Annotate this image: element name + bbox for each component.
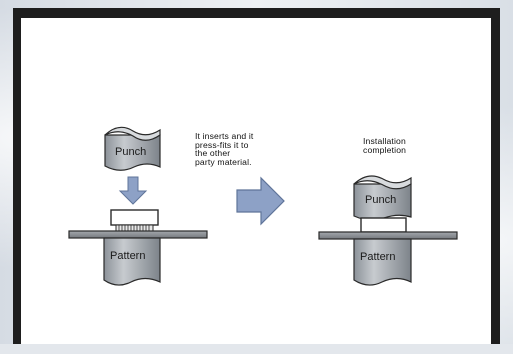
punch-right-label: Punch [365, 194, 397, 206]
pattern-left-label: Pattern [110, 250, 146, 262]
plate-left [68, 230, 208, 239]
right-arrow-icon [236, 176, 285, 226]
insert-caption: It inserts and it press-fits it to the o… [195, 131, 254, 167]
completion-caption: Installation completion [363, 136, 407, 155]
pattern-left [103, 237, 161, 286]
punch-left [104, 126, 161, 171]
pattern-right [353, 238, 412, 286]
fastener-left [110, 209, 159, 232]
press-fit-diagram [68, 126, 458, 286]
punch-left-label: Punch [115, 146, 147, 158]
plate-right [318, 231, 458, 240]
pattern-right-label: Pattern [360, 251, 396, 263]
down-arrow-icon [118, 176, 148, 205]
diagram-frame: Punch Pattern Punch Pattern It inserts a… [13, 8, 500, 344]
